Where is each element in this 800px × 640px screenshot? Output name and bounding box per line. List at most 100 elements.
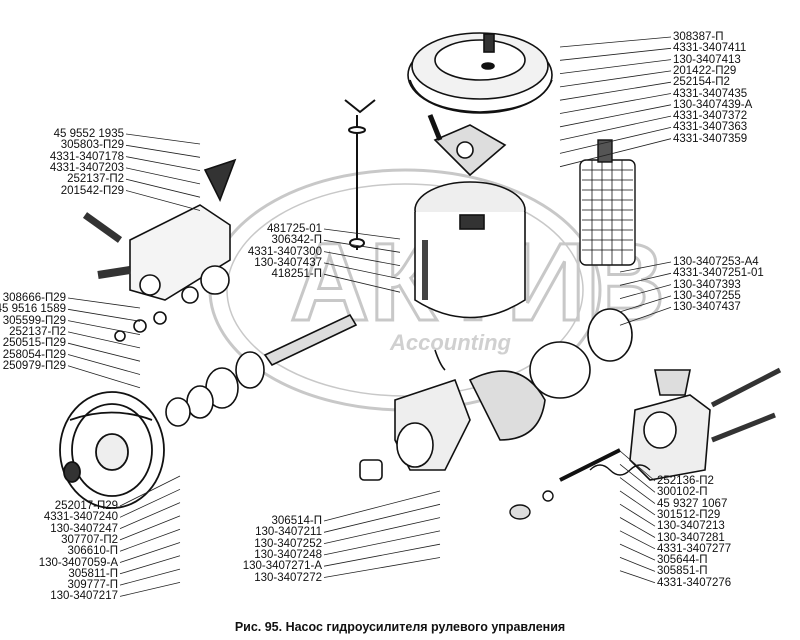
leader-line bbox=[559, 47, 672, 61]
part-label-top-right: 4331-3407435 bbox=[673, 87, 748, 100]
leader-line bbox=[559, 138, 672, 168]
leader-line bbox=[323, 239, 401, 253]
part-label-bottom-center: 306514-П bbox=[271, 515, 322, 527]
bracket-plate bbox=[427, 114, 507, 177]
part-label-bottom-right: 4331-3407276 bbox=[657, 576, 732, 589]
part-label-mid-right: 130-3407253-А4 bbox=[673, 256, 759, 268]
part-label-top-right: 4331-3407363 bbox=[673, 121, 748, 134]
leader-line bbox=[619, 570, 656, 584]
leader-line bbox=[559, 36, 672, 48]
leader-line bbox=[323, 228, 401, 240]
reservoir-tank bbox=[414, 181, 526, 319]
part-label-top-right: 308387-П bbox=[673, 31, 724, 43]
leader-line bbox=[323, 557, 441, 578]
leader-line bbox=[119, 542, 181, 563]
pulley bbox=[59, 391, 165, 509]
leader-line bbox=[619, 557, 656, 572]
part-label-bottom-center: 130-3407252 bbox=[254, 537, 322, 550]
part-label-top-right: 252154-П2 bbox=[673, 76, 730, 89]
leader-line bbox=[119, 515, 181, 541]
part-label-bottom-left: 130-3407059-А bbox=[38, 556, 118, 569]
leader-line bbox=[119, 488, 181, 518]
leader-line bbox=[119, 502, 181, 529]
leader-line bbox=[559, 81, 672, 101]
mounting-bracket bbox=[82, 158, 237, 304]
part-label-top-left: 4331-3407203 bbox=[49, 161, 124, 174]
leader-line bbox=[67, 331, 141, 349]
leader-line bbox=[323, 273, 401, 293]
part-label-bottom-center: 130-3407211 bbox=[255, 526, 322, 539]
leader-line bbox=[323, 543, 441, 567]
leader-line bbox=[125, 156, 201, 171]
leader-line bbox=[619, 284, 672, 299]
part-label-bottom-center: 130-3407272 bbox=[254, 571, 322, 584]
leader-line bbox=[619, 477, 656, 504]
leader-line bbox=[67, 365, 141, 389]
leader-line bbox=[559, 93, 672, 114]
part-label-bottom-right: 130-3407281 bbox=[657, 531, 725, 544]
leader-line bbox=[323, 517, 441, 544]
watermark-subtext: Accounting bbox=[389, 330, 512, 355]
part-label-top-right: 130-3407439-А bbox=[673, 98, 753, 111]
leader-line bbox=[67, 320, 141, 335]
part-label-bottom-right: 305644-П bbox=[657, 554, 708, 567]
part-label-mid-right: 130-3407255 bbox=[673, 289, 741, 302]
part-label-top-left: 252137-П2 bbox=[67, 173, 124, 186]
part-label-top-left: 201542-П29 bbox=[60, 184, 124, 197]
part-label-center: 418251-П bbox=[271, 268, 322, 281]
leader-line bbox=[619, 295, 672, 313]
leader-line bbox=[559, 115, 672, 141]
leader-line bbox=[323, 251, 401, 266]
part-label-bottom-left: 252017-П29 bbox=[54, 500, 118, 512]
leader-line bbox=[619, 463, 656, 493]
part-label-bottom-right: 305851-П bbox=[657, 565, 708, 578]
leader-line bbox=[559, 70, 672, 88]
part-label-center: 4331-3407300 bbox=[247, 245, 322, 258]
part-label-top-left: 45 9552 1935 bbox=[53, 128, 124, 140]
part-label-bottom-center: 130-3407248 bbox=[254, 548, 322, 561]
part-label-mid-left: 45 9516 1589 bbox=[0, 303, 66, 316]
part-label-top-right: 4331-3407372 bbox=[673, 110, 748, 123]
leader-line bbox=[125, 178, 201, 198]
part-label-bottom-right: 4331-3407277 bbox=[657, 542, 732, 555]
leader-line bbox=[619, 530, 656, 550]
leader-line bbox=[559, 104, 672, 128]
leader-line bbox=[619, 272, 672, 286]
part-label-top-right: 4331-3407359 bbox=[673, 132, 748, 145]
part-label-bottom-right: 45 9327 1067 bbox=[657, 497, 728, 510]
part-label-mid-left: 308666-П29 bbox=[2, 292, 66, 304]
part-label-bottom-center: 130-3407271-А bbox=[242, 560, 322, 573]
part-label-bottom-left: 305811-П bbox=[68, 567, 118, 580]
leader-line bbox=[323, 262, 401, 280]
leader-line bbox=[559, 127, 672, 154]
leader-line bbox=[119, 582, 181, 597]
part-label-bottom-right: 301512-П29 bbox=[657, 508, 721, 521]
part-label-mid-right: 130-3407437 bbox=[673, 301, 741, 314]
part-label-mid-right: 130-3407393 bbox=[673, 278, 741, 291]
leader-line bbox=[619, 261, 672, 273]
leader-lines bbox=[67, 36, 672, 597]
part-label-top-right: 4331-3407411 bbox=[673, 42, 747, 55]
leader-line bbox=[619, 306, 672, 326]
part-label-top-left: 4331-3407178 bbox=[49, 150, 124, 163]
pump-body bbox=[359, 308, 633, 481]
leader-line bbox=[67, 342, 141, 362]
leader-line bbox=[67, 354, 141, 375]
leader-line bbox=[619, 450, 656, 482]
leader-line bbox=[619, 503, 656, 527]
leader-line bbox=[67, 297, 141, 309]
part-label-bottom-right: 252136-П2 bbox=[657, 475, 714, 487]
leader-line bbox=[119, 555, 181, 575]
leader-line bbox=[323, 490, 441, 522]
drive-shaft bbox=[114, 311, 358, 427]
leader-line bbox=[619, 543, 656, 561]
part-label-mid-left: 250979-П29 bbox=[2, 359, 66, 372]
valve-spring bbox=[509, 448, 651, 520]
part-label-bottom-left: 130-3407247 bbox=[50, 522, 118, 535]
leader-line bbox=[67, 308, 141, 322]
part-label-center: 306342-П bbox=[271, 234, 322, 247]
leader-line bbox=[559, 59, 672, 74]
leader-line bbox=[125, 190, 201, 211]
leader-line bbox=[119, 475, 181, 507]
